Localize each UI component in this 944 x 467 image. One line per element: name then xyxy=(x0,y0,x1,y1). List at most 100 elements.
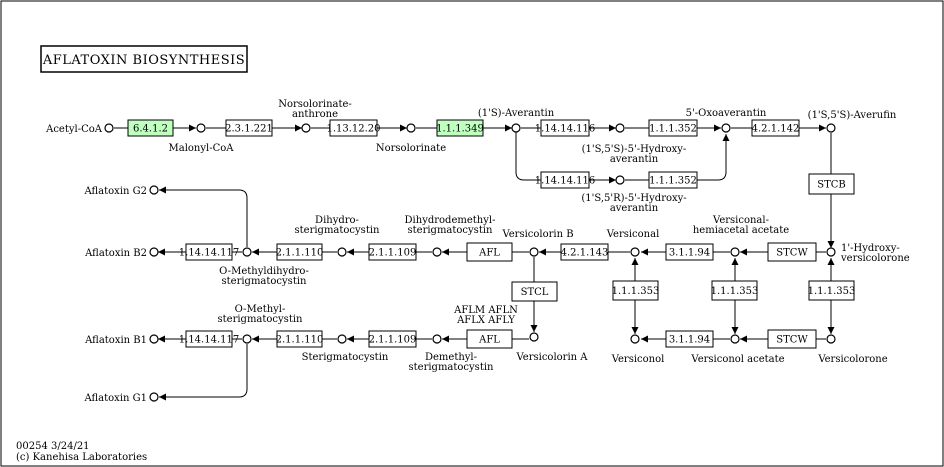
enzyme-box[interactable]: 1.1.1.349 xyxy=(436,119,484,137)
enzyme-label: 1.1.1.352 xyxy=(649,124,697,135)
enzyme-label: 6.4.1.2 xyxy=(133,124,168,135)
compound-node[interactable] xyxy=(826,247,836,257)
compound-label[interactable]: Dihydrodemethyl-sterigmatocystin xyxy=(405,215,496,236)
map-footer-id: 00254 3/24/21 xyxy=(16,441,90,452)
enzyme-box[interactable]: 1.14.14.116 xyxy=(535,171,595,189)
enzyme-box[interactable]: 2.1.1.110 xyxy=(276,330,324,348)
compound-node[interactable] xyxy=(196,123,206,133)
compound-node[interactable] xyxy=(149,392,159,402)
enzyme-label: 1.14.14.116 xyxy=(535,176,595,187)
compound-node[interactable] xyxy=(615,123,625,133)
compound-node[interactable] xyxy=(730,247,740,257)
compound-label[interactable]: Aflatoxin G1 xyxy=(83,393,147,404)
enzyme-box[interactable]: 1.1.1.352 xyxy=(648,171,698,189)
enzyme-box[interactable]: 1.14.14.116 xyxy=(535,119,595,137)
enzyme-box[interactable]: STCW xyxy=(767,242,817,262)
enzyme-box[interactable]: STCW xyxy=(767,329,817,349)
enzyme-label: 2.1.1.110 xyxy=(276,335,324,346)
enzyme-box[interactable]: 1.1.1.353 xyxy=(612,280,660,301)
enzyme-box[interactable]: AFL xyxy=(466,242,513,262)
compound-node[interactable] xyxy=(337,334,347,344)
compound-node[interactable] xyxy=(432,334,442,344)
compound-label[interactable]: Versicolorone xyxy=(817,354,887,365)
enzyme-box[interactable]: 3.1.1.94 xyxy=(665,243,714,261)
enzyme-box[interactable]: 2.3.1.221 xyxy=(225,119,273,137)
compound-label[interactable]: Versicolorin B xyxy=(501,229,573,240)
compound-label[interactable]: 5'-Oxoaverantin xyxy=(686,108,767,119)
compound-label[interactable]: Aflatoxin B2 xyxy=(84,248,147,259)
enzyme-box[interactable]: 2.1.1.110 xyxy=(276,243,324,261)
compound-node[interactable] xyxy=(730,334,740,344)
enzyme-box[interactable]: 1.1.1.353 xyxy=(711,280,759,301)
compound-node[interactable] xyxy=(337,247,347,257)
compound-nodes: Acetyl-CoA Malonyl-CoA Norsolorinate-anthr… xyxy=(45,99,910,404)
compound-node[interactable] xyxy=(242,247,252,257)
enzyme-label: STCW xyxy=(776,248,808,259)
compound-node[interactable] xyxy=(529,247,539,257)
enzyme-box[interactable]: 4.2.1.143 xyxy=(560,243,609,261)
enzyme-box[interactable]: 1.1.1.352 xyxy=(648,119,698,137)
enzyme-box[interactable]: 1.14.14.117 xyxy=(179,243,239,261)
enzyme-box[interactable]: AFL xyxy=(466,329,513,349)
enzyme-box[interactable]: 4.2.1.142 xyxy=(751,119,800,137)
compound-label[interactable]: (1'S,5'S)-5'-Hydroxy-averantin xyxy=(582,144,687,165)
compound-label[interactable]: 1'-Hydroxy-versicolorone xyxy=(840,243,910,264)
compound-node[interactable] xyxy=(149,334,159,344)
compound-label[interactable]: Versiconol acetate xyxy=(690,354,784,365)
compound-label[interactable]: (1'S,5'R)-5'-Hydroxy-averantin xyxy=(581,193,686,214)
compound-label[interactable]: O-Methyl-sterigmatocystin xyxy=(218,304,304,325)
compound-label[interactable]: Versicolorin A xyxy=(516,352,589,363)
enzyme-label: 3.1.1.94 xyxy=(669,248,710,259)
compound-label[interactable]: Versiconal-hemiacetal acetate xyxy=(693,215,789,236)
compound-label[interactable]: Acetyl-CoA xyxy=(45,124,103,135)
compound-label[interactable]: Demethyl-sterigmatocystin xyxy=(409,352,495,373)
compound-label[interactable]: Versiconal xyxy=(606,229,660,240)
enzyme-label: 1.14.14.117 xyxy=(179,335,239,346)
compound-node[interactable] xyxy=(721,123,731,133)
enzyme-box[interactable]: 1.1.1.353 xyxy=(808,280,856,301)
compound-node[interactable] xyxy=(826,123,836,133)
map-footer-copyright: (c) Kanehisa Laboratories xyxy=(16,452,147,463)
compound-label[interactable]: Norsolorinate xyxy=(376,143,446,154)
compound-label[interactable]: Aflatoxin G2 xyxy=(83,186,147,197)
enzyme-label: 1.1.1.353 xyxy=(808,286,856,297)
compound-node[interactable] xyxy=(630,247,640,257)
enzyme-box[interactable]: 3.1.1.94 xyxy=(665,330,714,348)
compound-label[interactable]: Dihydro-sterigmatocystin xyxy=(295,215,381,236)
compound-label[interactable]: Malonyl-CoA xyxy=(169,143,235,154)
enzyme-box[interactable]: 2.1.1.109 xyxy=(368,243,417,261)
compound-node[interactable] xyxy=(511,123,521,133)
enzyme-label: 4.2.1.143 xyxy=(561,248,609,259)
enzyme-box[interactable]: 1.14.14.117 xyxy=(179,330,239,348)
compound-node[interactable] xyxy=(615,175,625,185)
enzyme-box[interactable]: STCB xyxy=(808,173,855,195)
compound-label[interactable]: (1'S,5'S)-Averufin xyxy=(808,110,897,121)
compound-node[interactable] xyxy=(406,123,416,133)
compound-label[interactable]: Aflatoxin B1 xyxy=(84,335,147,346)
compound-label[interactable]: Versiconol xyxy=(611,354,665,365)
enzyme-box[interactable]: STCL xyxy=(511,281,558,302)
enzyme-label: 1.1.1.353 xyxy=(711,286,759,297)
enzyme-label: STCW xyxy=(776,335,808,346)
compound-node[interactable] xyxy=(301,123,311,133)
compound-label[interactable]: (1'S)-Averantin xyxy=(478,108,555,119)
compound-node[interactable] xyxy=(630,334,640,344)
compound-label[interactable]: Norsolorinate-anthrone xyxy=(278,99,352,120)
compound-node[interactable] xyxy=(104,123,114,133)
enzyme-box[interactable]: 1.13.12.20 xyxy=(326,119,381,137)
compound-label[interactable]: O-Methyldihydro-sterigmatocystin xyxy=(219,266,309,287)
compound-label[interactable]: Sterigmatocystin xyxy=(302,352,389,363)
enzyme-label: 4.2.1.142 xyxy=(752,124,800,135)
compound-node[interactable] xyxy=(242,334,252,344)
enzyme-box[interactable]: 6.4.1.2 xyxy=(127,119,174,137)
compound-node[interactable] xyxy=(149,185,159,195)
compound-node[interactable] xyxy=(432,247,442,257)
enzyme-box[interactable]: 2.1.1.109 xyxy=(368,330,417,348)
map-title[interactable]: AFLATOXIN BIOSYNTHESIS xyxy=(40,45,248,73)
enzyme-boxes: 6.4.1.2 2.3.1.221 1.13.12.20 1.1.1.349 1.14.… xyxy=(127,119,856,349)
compound-node[interactable] xyxy=(149,247,159,257)
compound-node[interactable] xyxy=(826,334,836,344)
compound-node[interactable] xyxy=(529,332,539,342)
